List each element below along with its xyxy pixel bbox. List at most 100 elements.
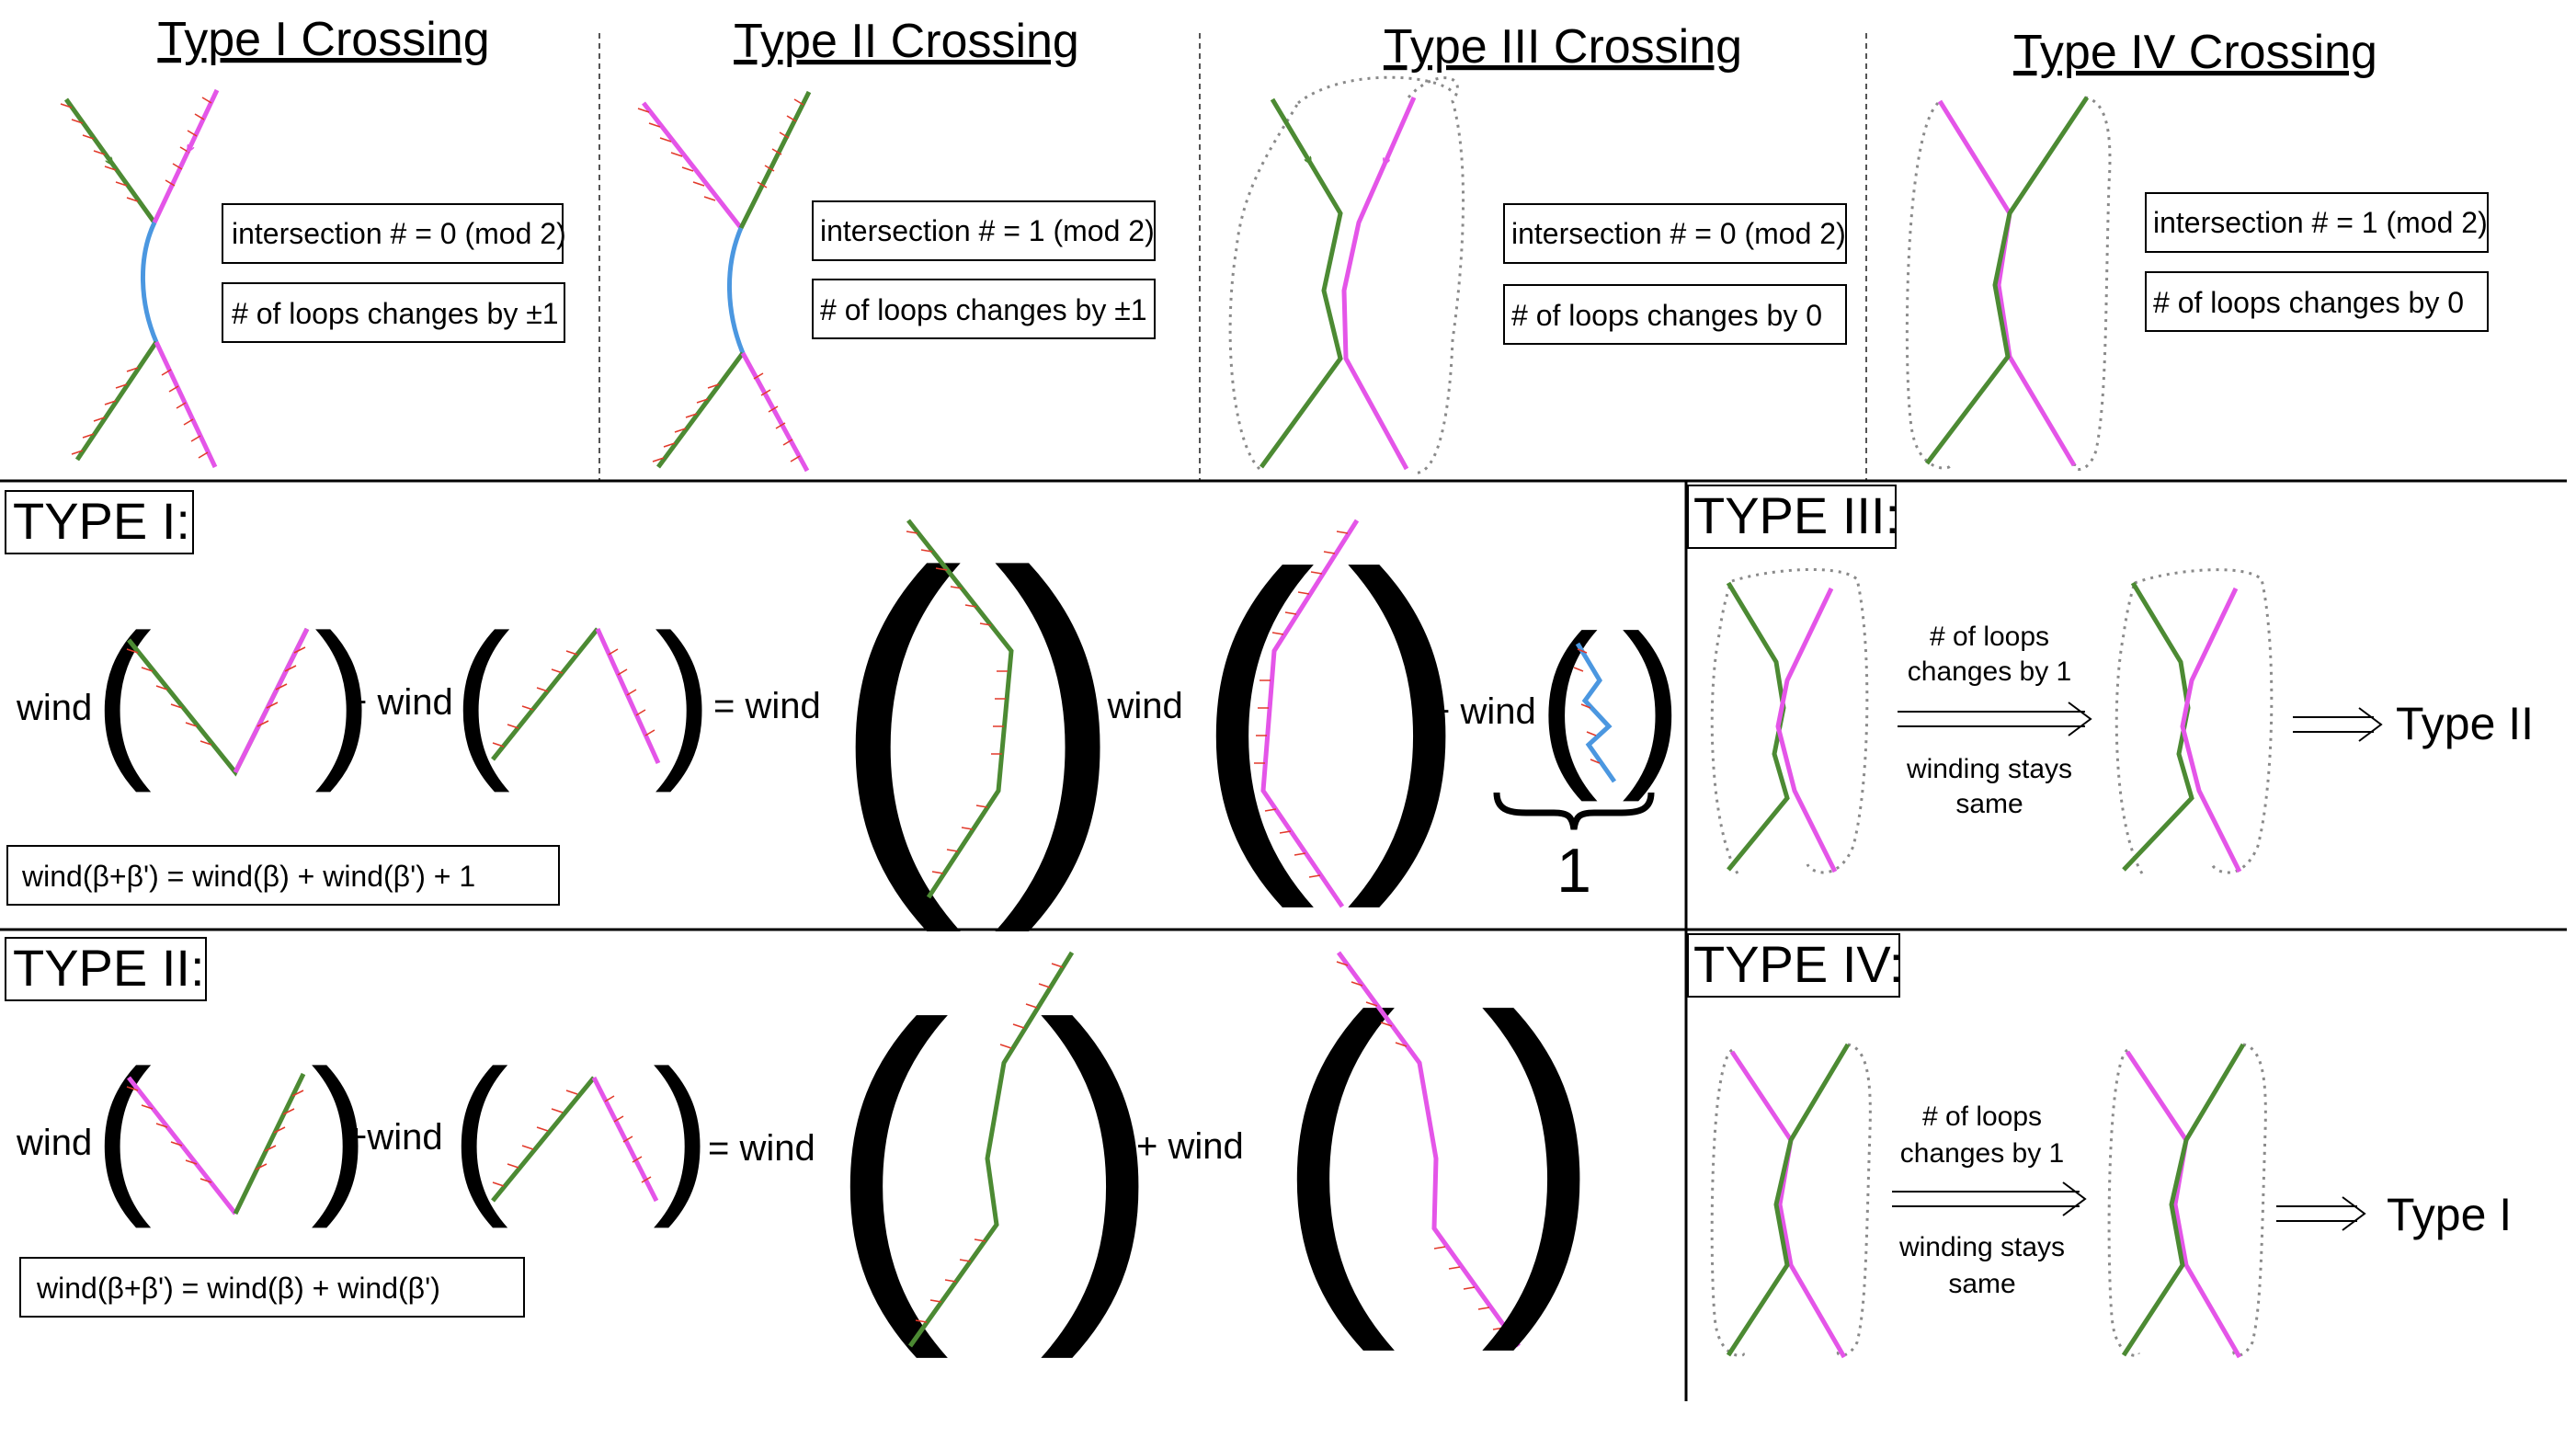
type3-result-arrow bbox=[2293, 707, 2383, 742]
type1-paren-5-close: ) bbox=[1622, 598, 1683, 803]
type1-plus-wind-3: + wind bbox=[1429, 691, 1536, 732]
green-strand-bottom bbox=[655, 351, 746, 469]
info-box-2b: # of loops changes by ±1 bbox=[812, 279, 1156, 339]
type2-term-1 bbox=[126, 1072, 306, 1215]
green-strand-top bbox=[63, 97, 157, 224]
svg-text:# of loops changes by 0: # of loops changes by 0 bbox=[1511, 299, 1822, 332]
magenta-strand-top bbox=[642, 101, 743, 230]
blue-arc bbox=[141, 221, 159, 343]
green-strand-bottom bbox=[74, 340, 159, 462]
type2-wind-1: wind bbox=[16, 1123, 92, 1163]
crossing-drawing-4 bbox=[1905, 96, 2112, 471]
svg-text:intersection # = 1 (mod 2): intersection # = 1 (mod 2) bbox=[820, 214, 1155, 247]
type1-panel: TYPE I: wind ( ) + wind ( ) = wind ( ) +… bbox=[5, 490, 1683, 936]
type2-term-4 bbox=[1336, 951, 1522, 1348]
type2-paren-3-close: ) bbox=[1039, 949, 1161, 1363]
type1-term-1 bbox=[126, 627, 310, 777]
hatch-marks bbox=[637, 98, 804, 462]
type1-formula-box bbox=[6, 845, 560, 906]
type2-heading-box bbox=[5, 937, 207, 1001]
type4-result-arrow bbox=[2276, 1196, 2366, 1231]
type1-paren-1-close: ) bbox=[314, 599, 372, 793]
type2-term-2 bbox=[491, 1076, 659, 1203]
type3-winding-line2: same bbox=[1955, 789, 2023, 819]
svg-text:intersection # = 0 (mod 2): intersection # = 0 (mod 2) bbox=[232, 217, 566, 250]
type1-wind-1: wind bbox=[16, 688, 92, 728]
type2-paren-4-open: ( bbox=[1274, 942, 1396, 1355]
type1-paren-4-close: ) bbox=[1346, 498, 1468, 912]
type3-winding-line1: winding stays bbox=[1906, 754, 2072, 784]
type3-panel: TYPE III: # of loops changes by 1 windin… bbox=[1687, 485, 2534, 874]
type4-winding-line1: winding stays bbox=[1898, 1232, 2065, 1262]
type4-double-arrow bbox=[1892, 1181, 2087, 1216]
type1-paren-2-open: ( bbox=[452, 599, 510, 793]
crossing-drawing-3 bbox=[1228, 75, 1465, 474]
type2-formula: wind(β+β') = wind(β) + wind(β') bbox=[36, 1272, 440, 1305]
info-box-1a: intersection # = 0 (mod 2) bbox=[222, 203, 566, 264]
magenta-strand bbox=[1341, 96, 1417, 471]
type2-term-3 bbox=[907, 951, 1075, 1348]
dotted-loop bbox=[1228, 75, 1465, 474]
type3-heading-box bbox=[1687, 485, 1897, 549]
type1-formula: wind(β+β') = wind(β) + wind(β') + 1 bbox=[21, 860, 475, 893]
type1-term-2 bbox=[491, 627, 661, 765]
type3-before bbox=[1710, 568, 1869, 874]
type4-before bbox=[1710, 1043, 1872, 1359]
svg-text:# of loops changes by ±1: # of loops changes by ±1 bbox=[232, 297, 559, 330]
type2-paren-1-open: ( bbox=[94, 1034, 152, 1229]
magenta-strand bbox=[1937, 99, 2077, 467]
svg-text:# of loops changes by ±1: # of loops changes by ±1 bbox=[820, 293, 1147, 326]
crossing-title-2: Type II Crossing bbox=[734, 15, 1079, 68]
crossing-panels: Type I Crossing Type II Crossing Type II… bbox=[60, 13, 2489, 474]
dotted-loop bbox=[1905, 96, 2112, 471]
type1-brace-value: 1 bbox=[1556, 836, 1591, 906]
type4-loops-line2: changes by 1 bbox=[1900, 1138, 2064, 1169]
type1-plus-wind-1: + wind bbox=[346, 682, 453, 723]
svg-text:# of loops changes by 0: # of loops changes by 0 bbox=[2153, 286, 2464, 319]
type1-paren-1-open: ( bbox=[94, 599, 152, 793]
type1-heading: TYPE I: bbox=[13, 492, 190, 550]
type1-paren-4-open: ( bbox=[1193, 498, 1316, 912]
green-strand bbox=[1925, 96, 2090, 465]
magenta-strand-bottom bbox=[154, 340, 218, 469]
type2-paren-1-close: ) bbox=[311, 1034, 369, 1229]
type2-eq-wind: = wind bbox=[708, 1128, 815, 1169]
type3-double-arrow bbox=[1898, 702, 2092, 736]
green-strand-top bbox=[738, 90, 812, 230]
type1-eq-wind: = wind bbox=[713, 686, 821, 726]
type2-paren-2-open: ( bbox=[450, 1034, 508, 1229]
frame-lines bbox=[0, 33, 2567, 1401]
type2-paren-3-open: ( bbox=[827, 949, 950, 1363]
type1-term-4 bbox=[1254, 519, 1360, 908]
info-box-3b: # of loops changes by 0 bbox=[1503, 284, 1847, 345]
svg-text:intersection # = 1 (mod 2): intersection # = 1 (mod 2) bbox=[2153, 206, 2488, 239]
type1-paren-5-open: ( bbox=[1537, 598, 1599, 803]
info-box-4b: # of loops changes by 0 bbox=[2145, 271, 2489, 332]
type1-brace bbox=[1493, 792, 1655, 830]
type2-formula-box bbox=[19, 1257, 525, 1318]
type1-paren-3-close: ) bbox=[993, 493, 1124, 936]
type1-term-5 bbox=[1573, 642, 1617, 783]
info-box-2a: intersection # = 1 (mod 2) bbox=[812, 200, 1156, 261]
blue-arc bbox=[727, 227, 746, 354]
type1-heading-box bbox=[5, 490, 194, 554]
type3-heading: TYPE III: bbox=[1693, 486, 1899, 544]
type4-heading: TYPE IV: bbox=[1693, 935, 1903, 993]
svg-text:intersection # = 0 (mod 2): intersection # = 0 (mod 2) bbox=[1511, 217, 1846, 250]
type1-paren-2-close: ) bbox=[655, 599, 712, 793]
info-box-4a: intersection # = 1 (mod 2) bbox=[2145, 192, 2489, 253]
hatch-marks bbox=[60, 97, 212, 459]
type1-term-3 bbox=[906, 519, 1014, 899]
magenta-strand-top bbox=[152, 88, 220, 224]
magenta-strand-bottom bbox=[740, 351, 810, 473]
type2-heading: TYPE II: bbox=[13, 939, 205, 997]
type4-after bbox=[2107, 1043, 2267, 1359]
type3-loops-line2: changes by 1 bbox=[1908, 656, 2071, 687]
type4-winding-line2: same bbox=[1948, 1269, 2015, 1299]
crossing-title-3: Type III Crossing bbox=[1384, 20, 1742, 74]
crossing-title-4: Type IV Crossing bbox=[2013, 26, 2377, 79]
type2-plus-wind-2: + wind bbox=[1136, 1126, 1244, 1167]
type3-after bbox=[2114, 568, 2274, 874]
crossing-drawing-2 bbox=[637, 90, 812, 473]
